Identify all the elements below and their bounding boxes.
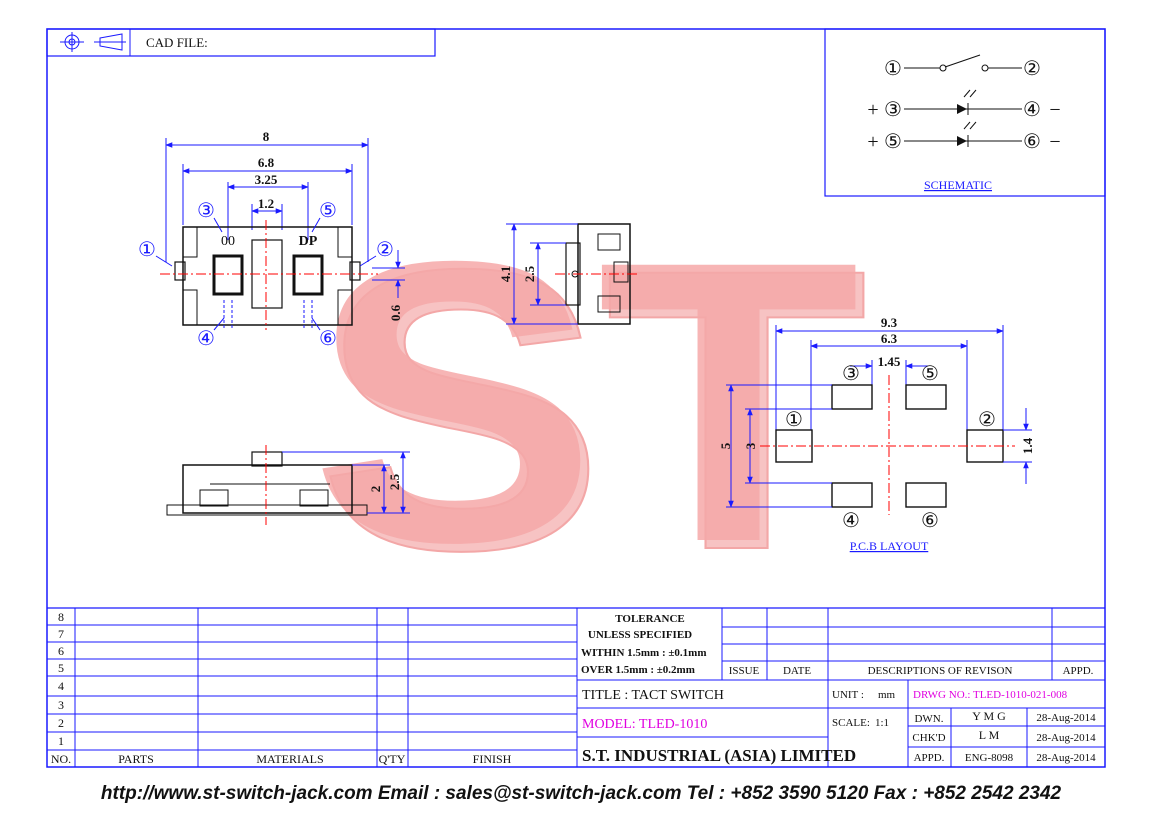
dim-3: 3 xyxy=(743,442,758,449)
svg-text:ST: ST xyxy=(310,178,860,625)
schematic-label: SCHEMATIC xyxy=(924,178,992,192)
pcb-pin-3: ③ xyxy=(842,363,860,385)
row-no-3: 3 xyxy=(58,698,64,712)
company-name: S.T. INDUSTRIAL (ASIA) LIMITED xyxy=(582,746,856,765)
unit-value: mm xyxy=(878,689,896,701)
led-mark-right: DP xyxy=(299,234,318,249)
header-qty: Q'TY xyxy=(379,752,406,766)
dim-3-25: 3.25 xyxy=(255,172,278,187)
dwn-date: 28-Aug-2014 xyxy=(1036,712,1096,724)
dim-6-8: 6.8 xyxy=(258,155,275,170)
right-side-view: 4.1 2.5 xyxy=(498,223,640,325)
appd-label: APPD. xyxy=(914,752,945,764)
unit-label: UNIT : xyxy=(832,689,864,701)
row-no-2: 2 xyxy=(58,716,64,730)
header-no: NO. xyxy=(51,752,71,766)
chkd-value: L M xyxy=(979,728,1000,742)
pin-3-label: ③ xyxy=(197,200,215,222)
header-parts: PARTS xyxy=(118,752,154,766)
cad-file-label: CAD FILE: xyxy=(146,35,208,50)
tolerance-subtitle: UNLESS SPECIFIED xyxy=(588,629,692,641)
outer-frame xyxy=(46,28,1106,768)
sch-minus-1: − xyxy=(1049,99,1060,121)
dim-2-5-side: 2.5 xyxy=(522,265,537,282)
tolerance-over: OVER 1.5mm : ±0.2mm xyxy=(581,664,695,676)
chkd-date: 28-Aug-2014 xyxy=(1036,732,1096,744)
sch-pin-1: ① xyxy=(884,58,902,80)
row-no-8: 8 xyxy=(58,610,64,624)
pin-4-label: ④ xyxy=(197,328,215,350)
dim-0-6: 0.6 xyxy=(388,304,403,321)
sch-pin-4: ④ xyxy=(1023,99,1041,121)
dim-6-3: 6.3 xyxy=(881,331,898,346)
sch-pin-5: ⑤ xyxy=(884,131,902,153)
pcb-pin-5: ⑤ xyxy=(921,363,939,385)
pin-5-label: ⑤ xyxy=(319,200,337,222)
dwn-value: Y M G xyxy=(972,709,1006,723)
rev-desc-header: DESCRIPTIONS OF REVISON xyxy=(868,665,1013,677)
row-no-6: 6 xyxy=(58,644,64,658)
sch-plus-1: + xyxy=(867,99,878,121)
dim-2: 2 xyxy=(368,486,383,493)
header-finish: FINISH xyxy=(473,752,512,766)
row-no-7: 7 xyxy=(58,627,64,641)
dim-1-45: 1.45 xyxy=(878,354,901,369)
row-no-5: 5 xyxy=(58,661,64,675)
pcb-pin-1: ① xyxy=(785,409,803,431)
projection-symbol-icon xyxy=(60,32,126,52)
rev-issue-header: ISSUE xyxy=(729,665,760,677)
front-view: 2 2.5 xyxy=(166,445,410,525)
pcb-layout-label: P.C.B LAYOUT xyxy=(850,539,929,553)
pin-6-label: ⑥ xyxy=(319,328,337,350)
dim-1-4: 1.4 xyxy=(1020,437,1035,454)
header-materials: MATERIALS xyxy=(256,752,323,766)
appd-value: ENG-8098 xyxy=(965,752,1014,764)
pcb-layout: 9.3 6.3 1.45 ③ ⑤ ① ② ④ ⑥ 5 3 1. xyxy=(718,315,1035,553)
pcb-pin-6: ⑥ xyxy=(921,510,939,532)
schematic-panel: ① ② + ③ ④ − + ⑤ ⑥ − SCHEMATIC xyxy=(824,28,1106,197)
pin-2-label: ② xyxy=(376,239,394,261)
chkd-label: CHK'D xyxy=(912,732,945,744)
tolerance-within: WITHIN 1.5mm : ±0.1mm xyxy=(581,647,707,659)
rev-appd-header: APPD. xyxy=(1063,665,1094,677)
top-view: 8 6.8 3.25 1.2 00 DP xyxy=(138,129,405,350)
dim-2-5-front: 2.5 xyxy=(387,473,402,490)
tolerance-title: TOLERANCE xyxy=(615,613,684,625)
model-text: MODEL: TLED-1010 xyxy=(582,717,707,732)
cad-file-header: CAD FILE: xyxy=(46,28,436,57)
dwn-label: DWN. xyxy=(914,713,943,725)
dim-8: 8 xyxy=(263,129,270,144)
sch-pin-6: ⑥ xyxy=(1023,131,1041,153)
contact-footer: http://www.st-switch-jack.com Email : sa… xyxy=(100,783,1062,804)
dim-1-2: 1.2 xyxy=(258,196,274,211)
sch-pin-3: ③ xyxy=(884,99,902,121)
pcb-pin-2: ② xyxy=(978,409,996,431)
dim-4-1: 4.1 xyxy=(498,266,513,282)
scale-value: 1:1 xyxy=(875,717,889,729)
row-no-4: 4 xyxy=(58,679,64,693)
led-mark-left: 00 xyxy=(221,234,235,249)
appd-date: 28-Aug-2014 xyxy=(1036,752,1096,764)
pin-1-label: ① xyxy=(138,239,156,261)
sch-plus-2: + xyxy=(867,131,878,153)
drawing-number: DRWG NO.: TLED-1010-021-008 xyxy=(913,689,1068,701)
title-text: TITLE : TACT SWITCH xyxy=(582,688,724,703)
dim-5: 5 xyxy=(718,442,733,449)
title-block: 8 7 6 5 4 3 2 1 NO. PARTS MATERIALS Q'TY… xyxy=(47,607,1105,767)
sch-minus-2: − xyxy=(1049,131,1060,153)
dim-9-3: 9.3 xyxy=(881,315,898,330)
row-no-1: 1 xyxy=(58,734,64,748)
scale-label: SCALE: xyxy=(832,717,870,729)
sch-pin-2: ② xyxy=(1023,58,1041,80)
pcb-pin-4: ④ xyxy=(842,510,860,532)
rev-date-header: DATE xyxy=(783,665,811,677)
